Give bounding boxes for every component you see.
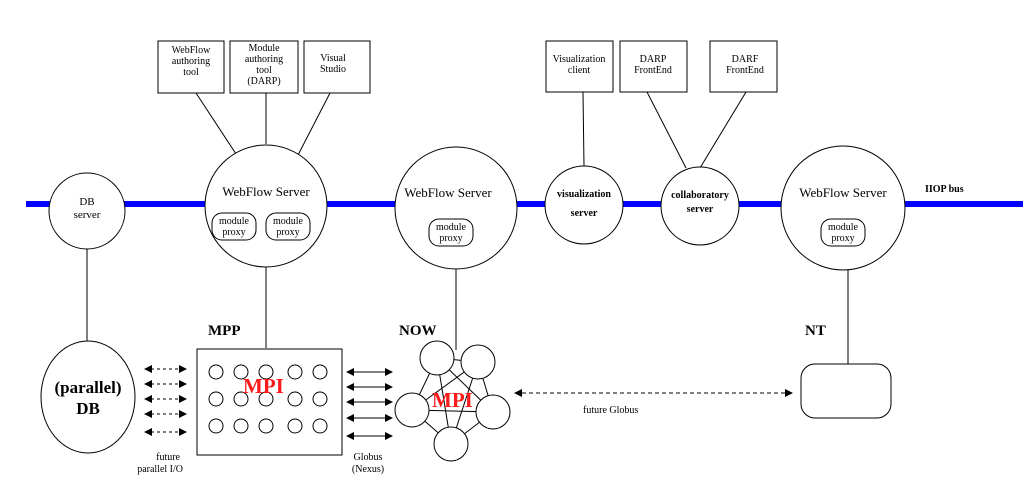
now-cluster-node: MPI — [394, 340, 511, 462]
nt-label: NT — [805, 323, 826, 339]
parallel-db-node: (parallel)DB — [40, 340, 136, 454]
svg-text:WebFlow Server: WebFlow Server — [799, 185, 887, 200]
mpp-node: MPI — [196, 348, 343, 456]
mpp-mpi-label: MPI — [243, 374, 284, 398]
globus-nexus-arrows — [346, 368, 393, 440]
svg-text:(parallel)DB: (parallel)DB — [54, 378, 121, 418]
svg-text:WebFlow Server: WebFlow Server — [222, 184, 310, 199]
vertical-connectors — [86, 249, 849, 364]
globus-nexus-label: Globus(Nexus) — [352, 452, 384, 475]
svg-text:WebFlow Server: WebFlow Server — [404, 185, 492, 200]
tool-connectors — [195, 91, 747, 169]
now-label: NOW — [399, 323, 437, 339]
parallel-io-arrows — [144, 365, 187, 436]
iiop-bus-label: IIOP bus — [925, 184, 964, 195]
mpp-label: MPP — [208, 323, 240, 339]
mpp-processor-grid — [208, 364, 328, 434]
future-globus-label: future Globus — [583, 405, 638, 416]
nt-node — [800, 363, 892, 419]
now-mpi-label: MPI — [432, 388, 473, 412]
